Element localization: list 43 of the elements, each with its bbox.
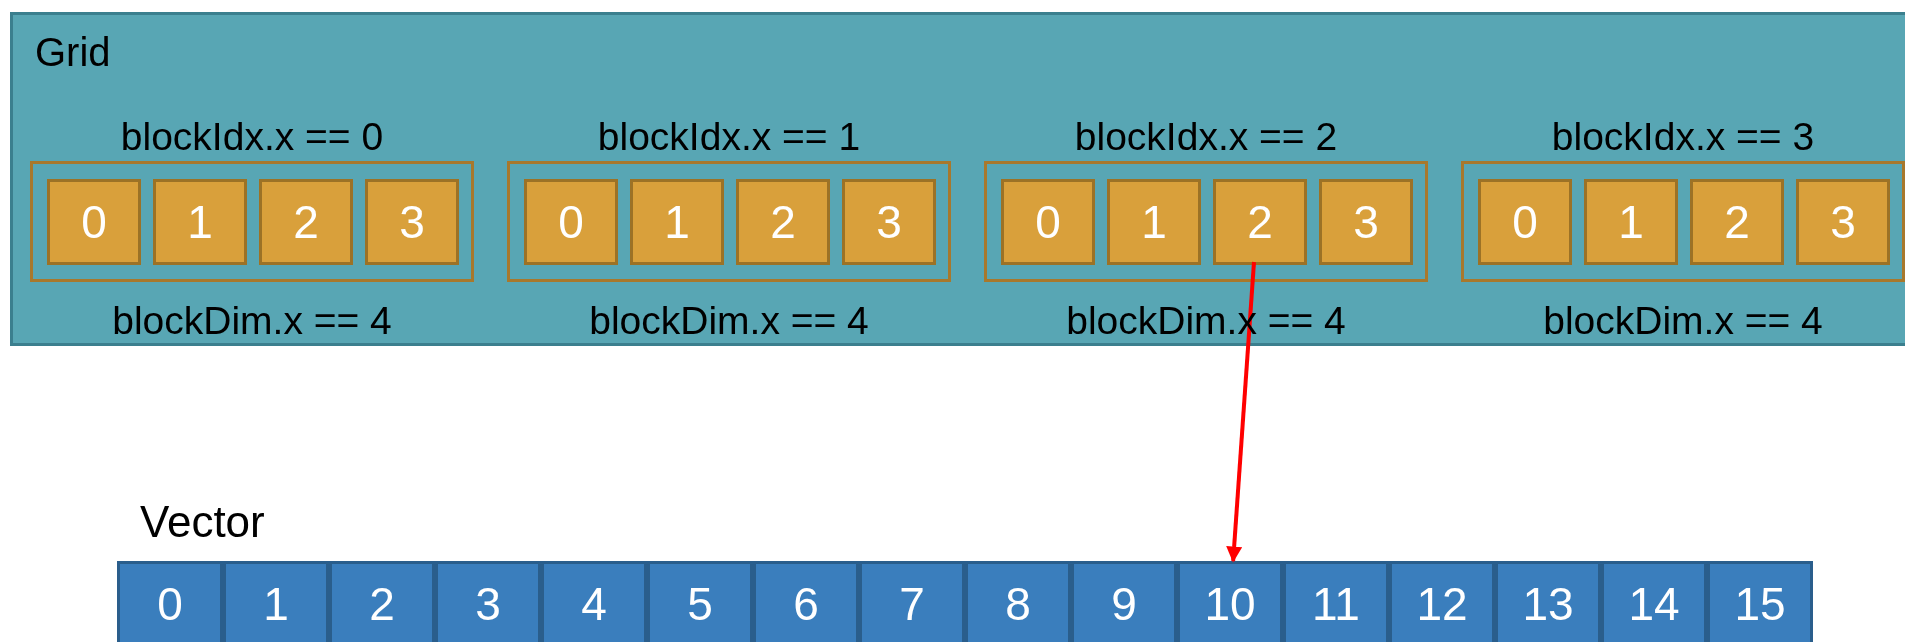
array-cell: 7 (859, 561, 965, 642)
array-cell: 4 (541, 561, 647, 642)
panel-title: Grid (35, 30, 111, 74)
thread-cell: 3 (1796, 179, 1890, 265)
thread-cell: 2 (1213, 179, 1307, 265)
block-index-label: blockIdx.x == 3 (1551, 114, 1815, 160)
block-index-label: blockIdx.x == 1 (597, 114, 861, 160)
array-cell: 3 (435, 561, 541, 642)
thread-cell: 0 (1478, 179, 1572, 265)
thread-cell: 3 (365, 179, 459, 265)
thread-cell: 1 (630, 179, 724, 265)
block-index-label: blockIdx.x == 2 (1074, 114, 1338, 160)
array-title: Vector (140, 497, 265, 546)
array-cell: 6 (753, 561, 859, 642)
thread-cell: 1 (1584, 179, 1678, 265)
thread-cell: 3 (1319, 179, 1413, 265)
grid-panel (10, 12, 1905, 346)
array-cell: 15 (1707, 561, 1813, 642)
array-cell: 0 (117, 561, 223, 642)
array-cell: 14 (1601, 561, 1707, 642)
block-index-label: blockIdx.x == 0 (120, 114, 384, 160)
thread-cell: 2 (1690, 179, 1784, 265)
array-cell: 8 (965, 561, 1071, 642)
array-cell: 9 (1071, 561, 1177, 642)
thread-cell: 2 (736, 179, 830, 265)
thread-cell: 1 (1107, 179, 1201, 265)
array-cell: 10 (1177, 561, 1283, 642)
block-dim-label: blockDim.x == 4 (589, 298, 869, 344)
thread-cell: 3 (842, 179, 936, 265)
array-cell: 13 (1495, 561, 1601, 642)
array-cell: 12 (1389, 561, 1495, 642)
thread-cell: 2 (259, 179, 353, 265)
array-cell: 2 (329, 561, 435, 642)
thread-cell: 1 (153, 179, 247, 265)
thread-cell: 0 (47, 179, 141, 265)
block-dim-label: blockDim.x == 4 (1543, 298, 1823, 344)
thread-cell: 0 (1001, 179, 1095, 265)
thread-cell: 0 (524, 179, 618, 265)
array-cell: 11 (1283, 561, 1389, 642)
arrow (1226, 261, 1256, 563)
block-dim-label: blockDim.x == 4 (112, 298, 392, 344)
array-cell: 1 (223, 561, 329, 642)
array-cell: 5 (647, 561, 753, 642)
